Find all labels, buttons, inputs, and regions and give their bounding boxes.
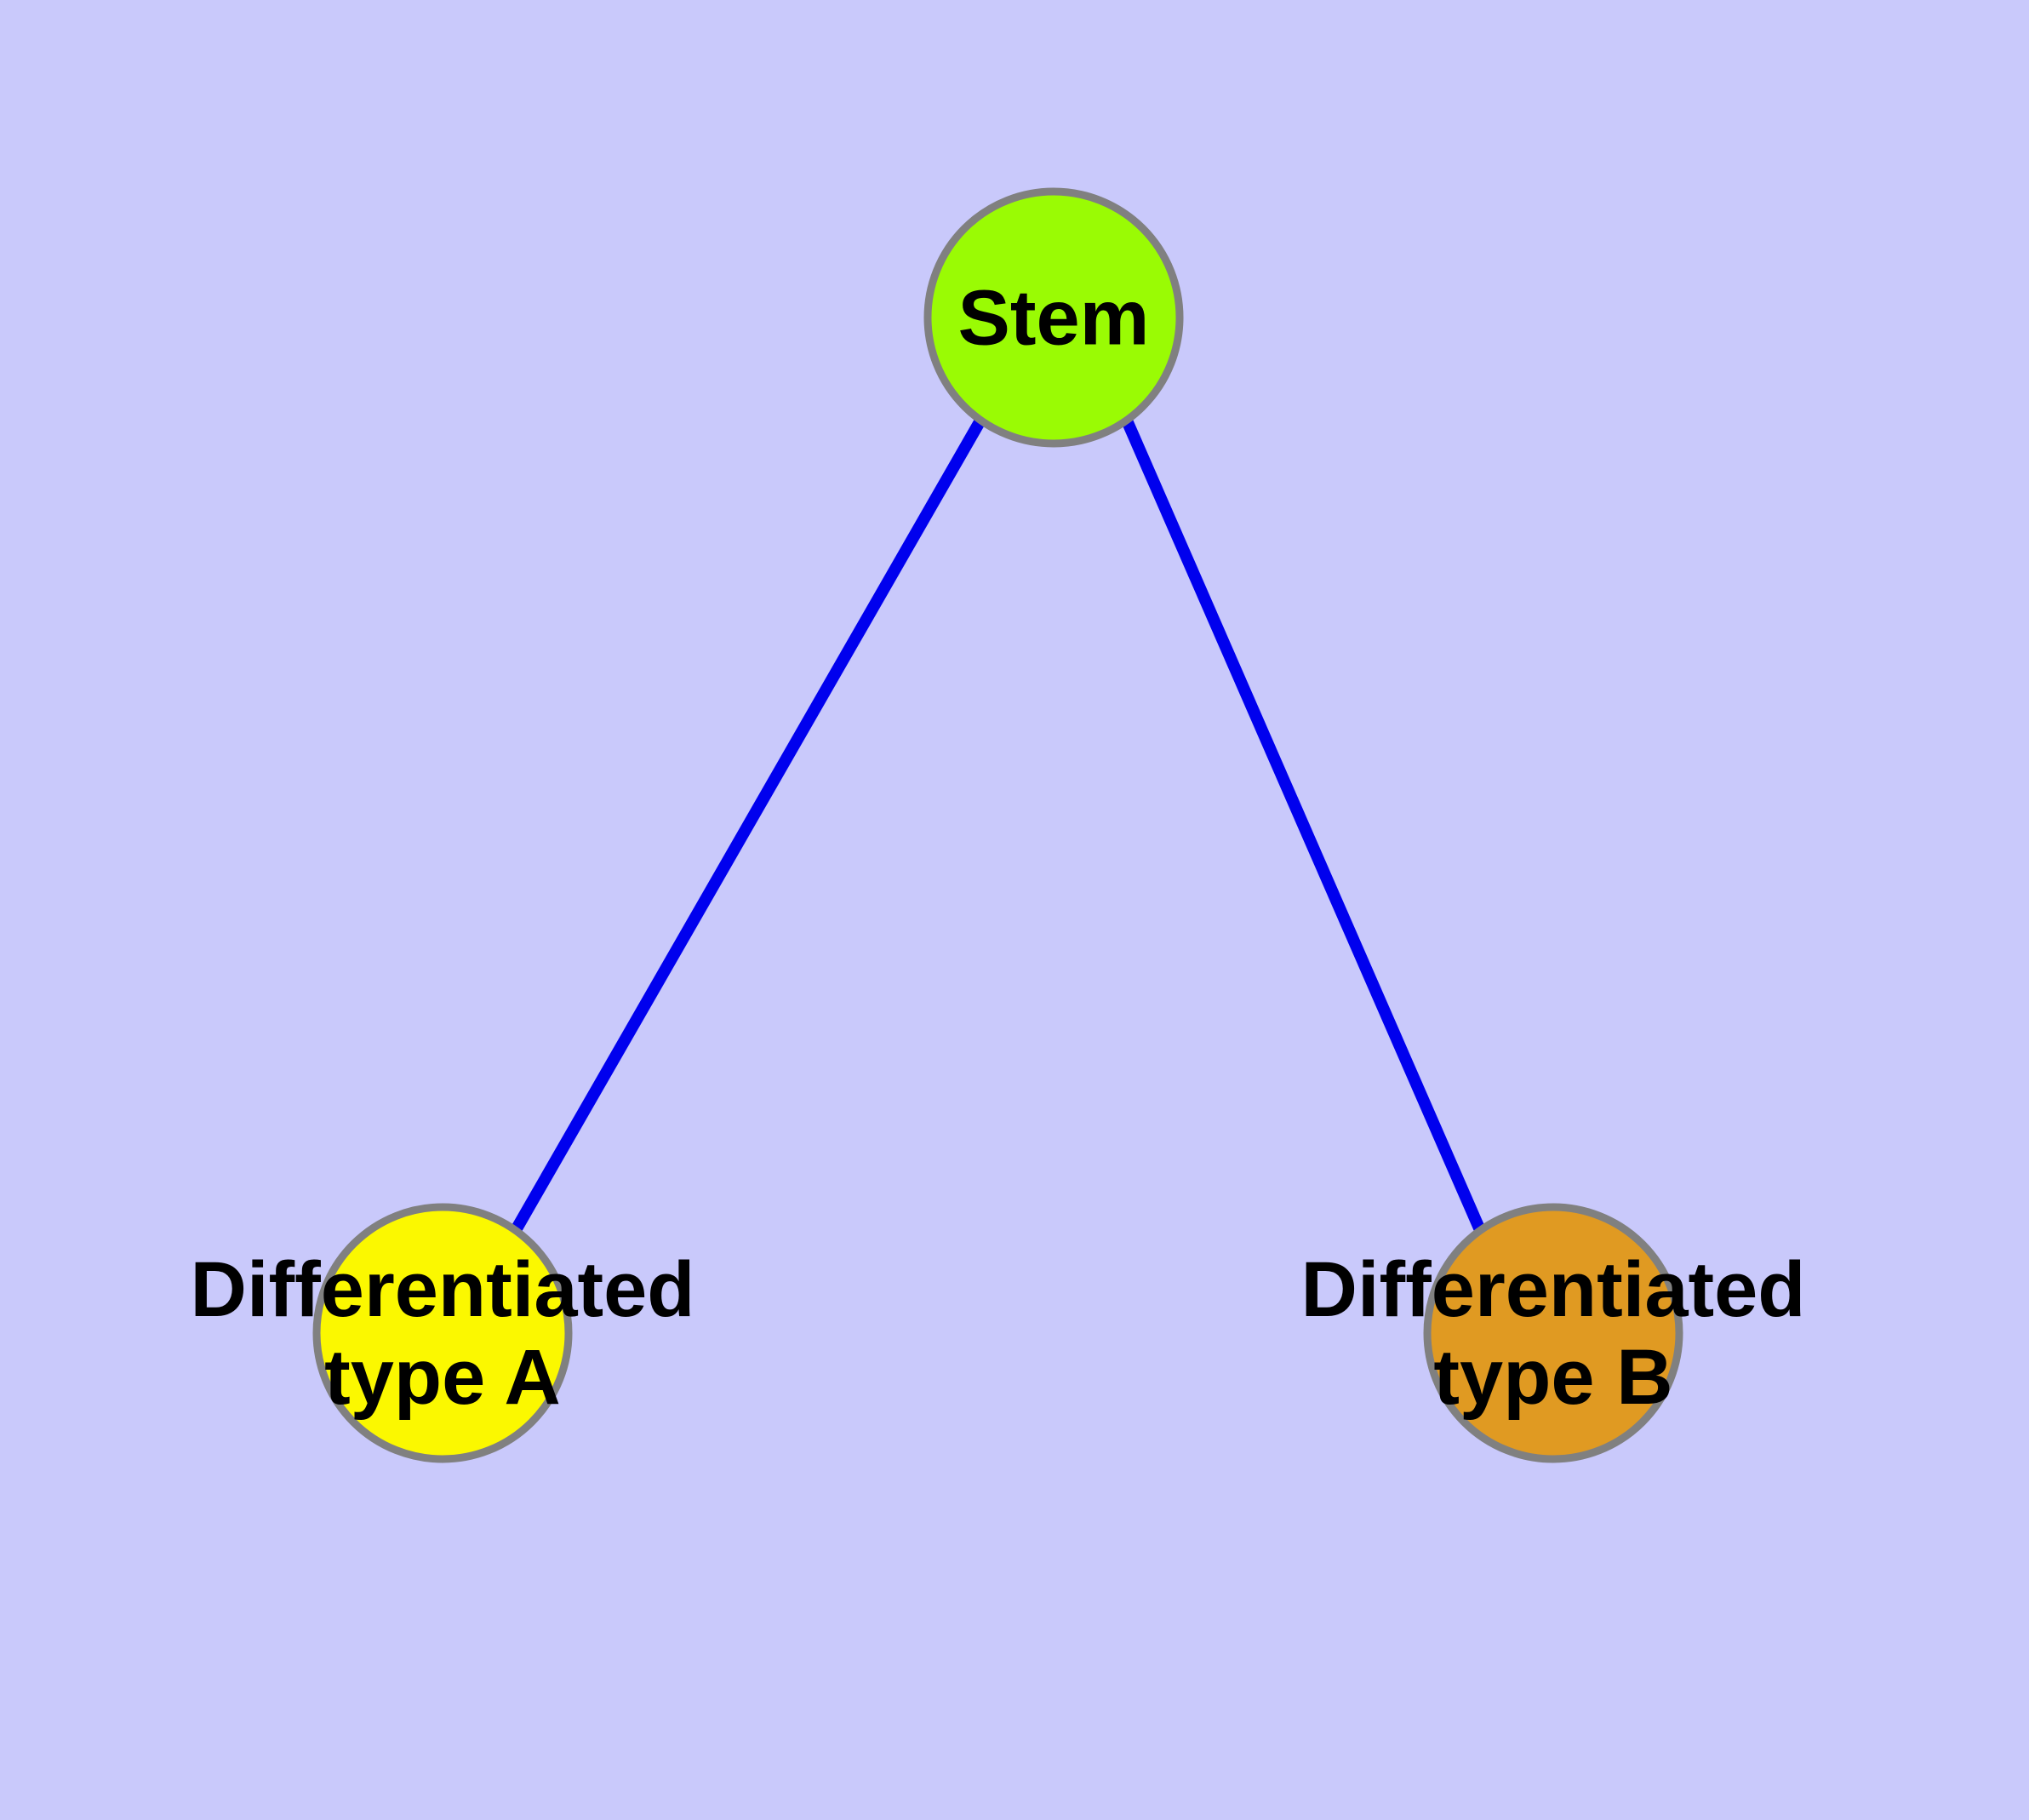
node-stem-label: Stem (958, 274, 1150, 361)
edges-group (510, 417, 1486, 1233)
node-differentiated-type-b-circle[interactable] (1423, 1203, 1683, 1463)
edge-stem-to-differentiated-a[interactable] (510, 417, 986, 1233)
edge-stem-to-differentiated-b[interactable] (1121, 418, 1486, 1233)
node-differentiated-type-a-circle[interactable] (312, 1203, 573, 1463)
node-stem-circle[interactable] (923, 187, 1184, 448)
node-stem[interactable]: Stem (923, 187, 1184, 448)
